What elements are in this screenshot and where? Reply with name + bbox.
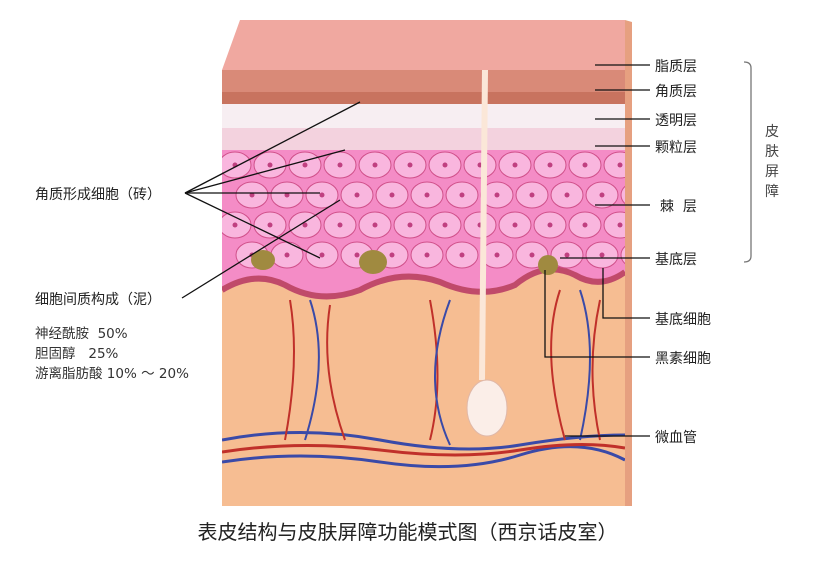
melanocyte-cell [251,250,275,270]
cell-nucleus [267,222,273,228]
cell-nucleus [389,192,395,198]
keratinocyte-cell [620,245,625,265]
cell-nucleus [407,162,413,168]
corneum-layer [222,92,625,104]
cell-nucleus [529,192,535,198]
cell-nucleus [635,253,640,258]
hair-bulb [466,379,508,437]
cell-nucleus [284,192,290,198]
label-basal-layer: 基底层 [655,252,697,268]
cell-nucleus [547,162,553,168]
cell-nucleus [512,162,518,168]
cell-nucleus [512,222,518,228]
cell-nucleus [529,252,535,258]
cell-nucleus [442,162,448,168]
label-skin-barrier: 皮肤屏障 [765,124,779,200]
cell-nucleus [599,192,605,198]
cell-nucleus [267,162,273,168]
blood-vessels [222,289,625,469]
lucidum-layer [222,104,625,128]
keratinocyte-cell [620,185,625,205]
cell-nucleus [547,222,553,228]
cell-nucleus [582,222,588,228]
label-spinous-layer: 棘 层 [660,199,697,215]
skin-barrier-bracket [743,61,752,263]
cell-nucleus [459,252,465,258]
cell-nucleus [302,162,308,168]
label-melanocyte: 黑素细胞 [655,351,711,367]
composition-item: 胆固醇 25% [35,346,119,362]
label-keratinocyte: 角质形成细胞（砖） [35,187,161,203]
label-lipid-layer: 脂质层 [655,59,697,75]
label-granular-layer: 颗粒层 [655,140,697,156]
figure-caption: 表皮结构与皮肤屏障功能模式图（西京话皮室） [197,520,618,544]
cell-nucleus [424,252,430,258]
cell-nucleus [459,192,465,198]
melanocyte-cell [538,255,558,275]
keratinocyte-cell [603,211,625,239]
label-corneum-layer: 角质层 [655,84,697,100]
cell-nucleus [389,252,395,258]
cell-nucleus [354,252,360,258]
cell-nucleus [635,193,640,198]
melanocyte-cell [359,250,387,274]
skin-top-surface [222,20,625,70]
pointer-lines [181,64,650,437]
cell-nucleus [249,192,255,198]
cell-nucleus [494,252,500,258]
cell-nucleus [372,222,378,228]
label-basal-cell: 基底细胞 [655,312,711,328]
label-lucidum-layer: 透明层 [655,113,697,129]
cell-nucleus [372,162,378,168]
keratinocyte-cell [603,151,625,179]
composition-item: 神经酰胺 50% [35,326,128,342]
cell-nucleus [284,252,290,258]
cell-nucleus [599,252,605,258]
cell-nucleus [442,222,448,228]
basal-membrane [222,266,625,300]
cell-nucleus [319,252,325,258]
cell-nucleus [337,162,343,168]
cell-nucleus [354,192,360,198]
cell-nucleus [337,222,343,228]
cell-nucleus [582,162,588,168]
cell-nucleus [302,222,308,228]
cell-nucleus [232,222,238,228]
cell-nucleus [319,192,325,198]
cell-nucleus [617,162,623,168]
composition-item: 游离脂肪酸 10% ～ 20% [35,366,189,382]
cell-nucleus [617,222,623,228]
cell-nucleus [424,192,430,198]
cell-nucleus [564,252,570,258]
cell-nucleus [494,192,500,198]
hair-shaft [479,70,488,381]
cell-nucleus [407,222,413,228]
label-intercellular-matrix: 细胞间质构成（泥） [35,292,161,308]
granular-layer [222,128,625,150]
label-capillary: 微血管 [655,430,697,446]
cell-nucleus [564,192,570,198]
